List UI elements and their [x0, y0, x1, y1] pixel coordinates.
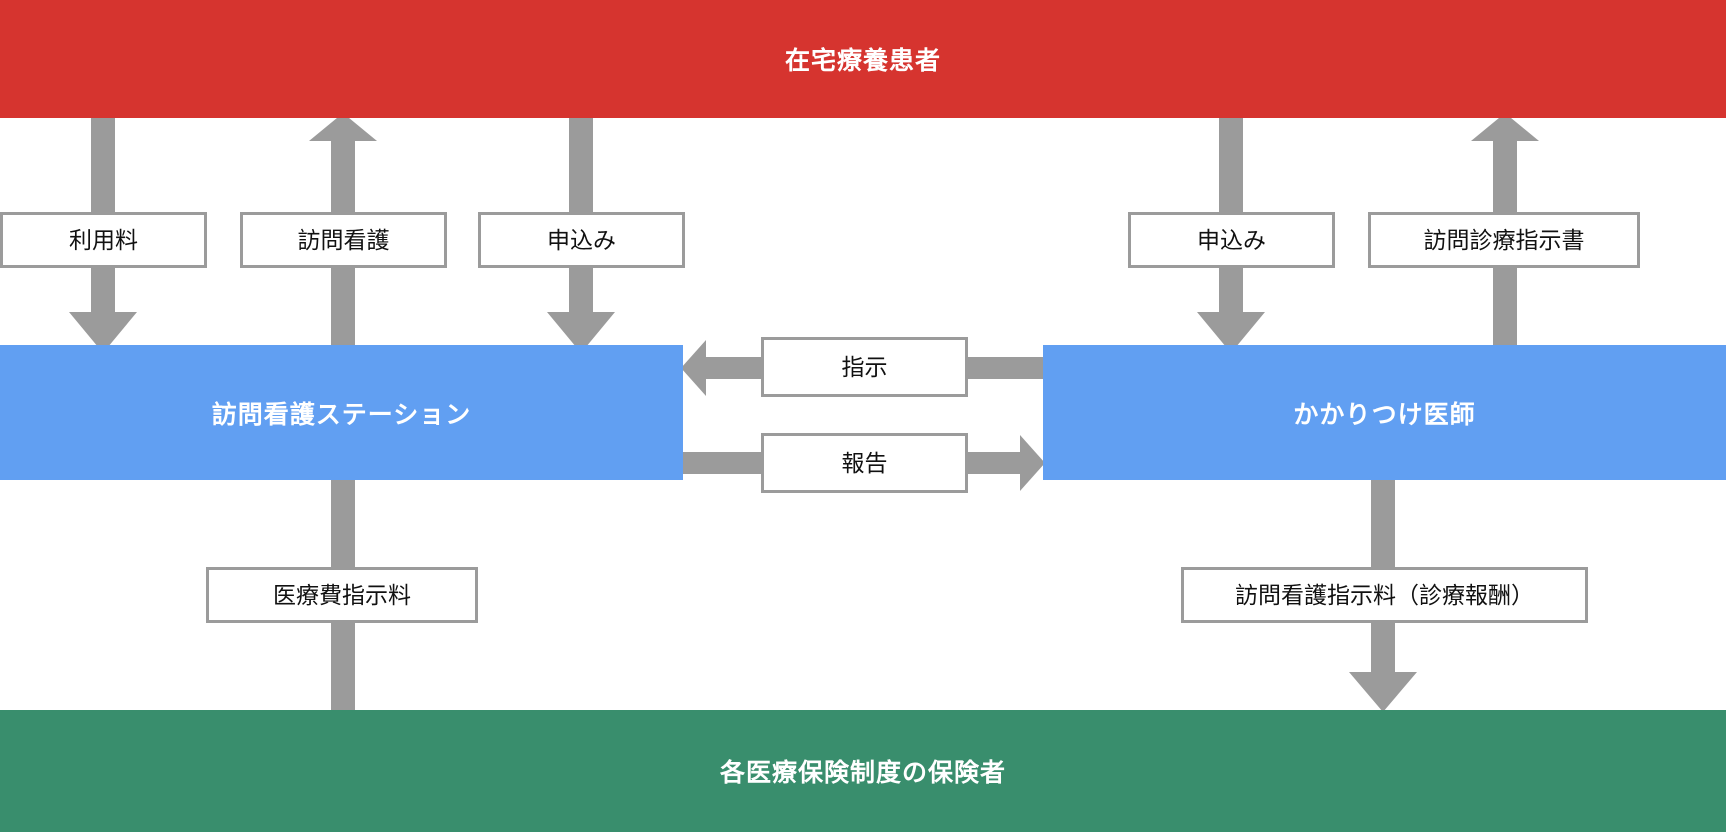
flow-label-application-right-text: 申込み [1197, 226, 1266, 253]
flow-label-instruction: 指示 [761, 337, 968, 397]
flow-label-report: 報告 [761, 433, 968, 493]
flow-label-medical-fee-order-text: 医療費指示料 [273, 581, 411, 608]
flow-label-home-care-order-text: 訪問診療指示書 [1423, 226, 1585, 253]
band-station: 訪問看護ステーション [0, 345, 683, 480]
flow-label-visiting-nursing-text: 訪問看護 [297, 226, 390, 253]
flow-label-fee: 利用料 [0, 212, 207, 268]
flow-label-fee-text: 利用料 [69, 226, 138, 253]
band-station-label: 訪問看護ステーション [211, 400, 472, 429]
flow-label-visiting-nursing: 訪問看護 [240, 212, 447, 268]
flow-label-home-care-order: 訪問診療指示書 [1368, 212, 1640, 268]
flow-label-medical-fee-order: 医療費指示料 [206, 567, 478, 623]
band-patient: 在宅療養患者 [0, 0, 1726, 118]
flow-label-application-left-text: 申込み [547, 226, 616, 253]
flow-label-application-right: 申込み [1128, 212, 1335, 268]
flow-label-nursing-order-fee: 訪問看護指示料（診療報酬） [1181, 567, 1588, 623]
flow-label-instruction-text: 指示 [841, 353, 888, 380]
band-doctor: かかりつけ医師 [1043, 345, 1726, 480]
flow-label-nursing-order-fee-text: 訪問看護指示料（診療報酬） [1235, 581, 1534, 608]
band-doctor-label: かかりつけ医師 [1293, 400, 1476, 429]
band-insurer-label: 各医療保険制度の保険者 [719, 759, 1006, 787]
flow-label-application-left: 申込み [478, 212, 685, 268]
band-insurer: 各医療保険制度の保険者 [0, 710, 1726, 832]
band-patient-label: 在宅療養患者 [784, 47, 941, 75]
flow-label-report-text: 報告 [841, 449, 888, 476]
